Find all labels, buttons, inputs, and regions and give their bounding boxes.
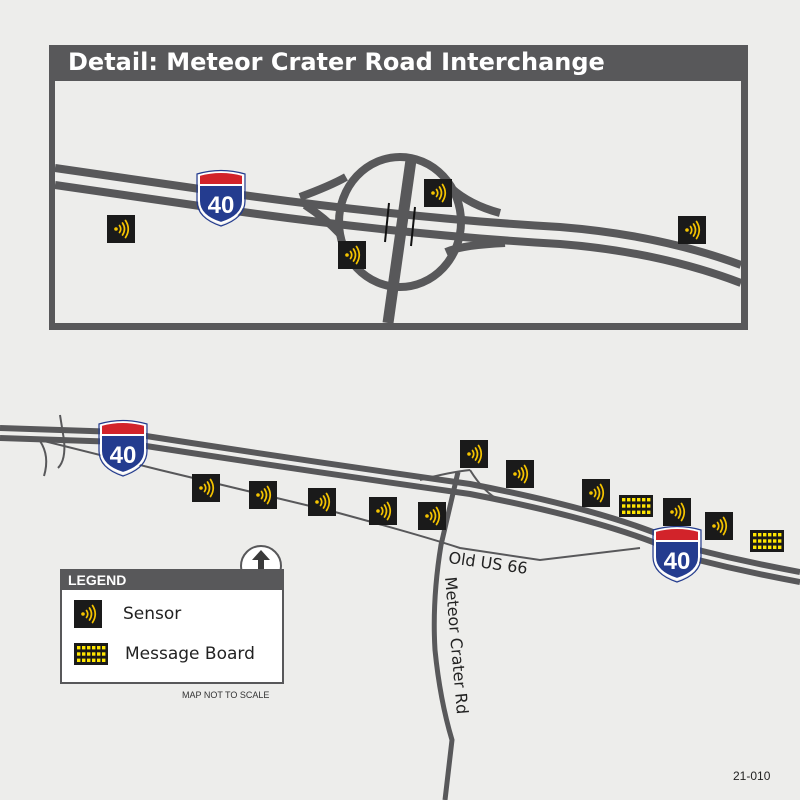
- legend-title: LEGEND: [62, 571, 282, 590]
- legend-label-message-board: Message Board: [125, 644, 255, 664]
- detail-title: Detail: Meteor Crater Road Interchange: [68, 48, 605, 76]
- i40-eastbound-detail: [54, 164, 743, 269]
- map-code: 21-010: [733, 769, 771, 783]
- legend-label-sensor: Sensor: [123, 604, 182, 624]
- meteor-crater-rd-detail: [382, 159, 417, 324]
- legend-item-sensor: Sensor: [74, 599, 181, 629]
- legend-item-message-board: Message Board: [74, 639, 255, 669]
- detail-inset: [49, 45, 748, 330]
- message-board-icon: [74, 643, 108, 665]
- meteor-crater-rd-main: [431, 471, 461, 800]
- i40-north-line: [0, 425, 800, 575]
- i40-westbound-detail: [54, 181, 743, 287]
- legend: LEGEND Sensor Message Board: [60, 569, 284, 684]
- sensor-icon: [74, 600, 102, 628]
- scale-note: MAP NOT TO SCALE: [182, 690, 270, 700]
- i40-south-line: [0, 435, 800, 585]
